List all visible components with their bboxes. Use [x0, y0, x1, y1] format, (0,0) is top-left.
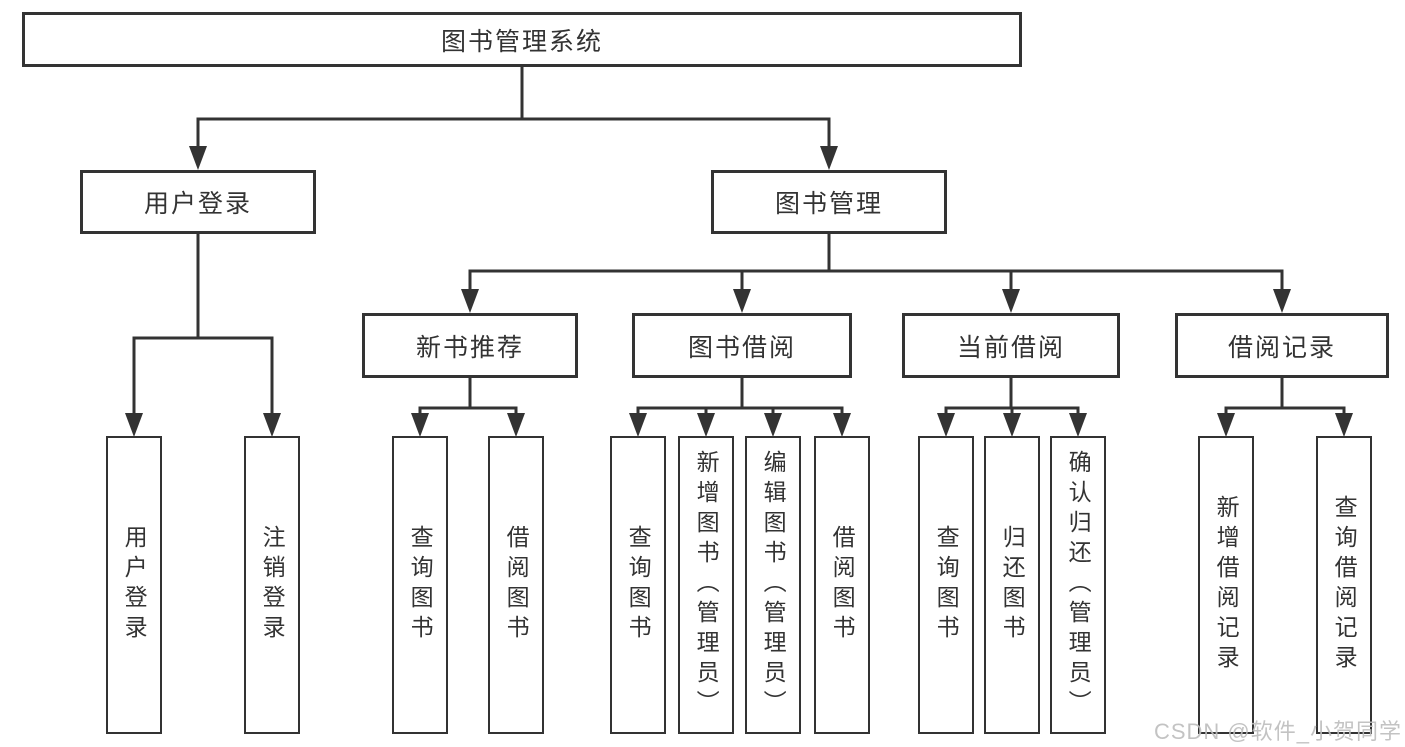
arrowhead-down — [697, 413, 715, 437]
node-label: 注销登录 — [259, 525, 286, 645]
arrowhead-down — [263, 413, 281, 437]
leaf-query-books-current: 查询图书 — [918, 436, 974, 734]
node-book-borrowing: 图书借阅 — [632, 313, 852, 378]
node-label: 确认归还（管理员） — [1065, 450, 1092, 720]
node-label: 查询图书 — [933, 525, 960, 645]
node-label: 查询图书 — [625, 525, 652, 645]
leaf-borrow-books: 借阅图书 — [814, 436, 870, 734]
node-book-management: 图书管理 — [711, 170, 947, 234]
arrowhead-down — [507, 413, 525, 437]
connector-book-borrow-to-leaves — [629, 378, 851, 437]
arrowhead-down — [629, 413, 647, 437]
leaf-user-login: 用户登录 — [106, 436, 162, 734]
connector-root-to-level2 — [189, 67, 838, 170]
leaf-edit-book-admin: 编辑图书（管理员） — [745, 436, 801, 734]
arrowhead-down — [125, 413, 143, 437]
node-borrowing-records: 借阅记录 — [1175, 313, 1389, 378]
arrowhead-down — [820, 146, 838, 170]
connector-borrow-record-to-leaves — [1217, 378, 1353, 437]
node-label: 借阅图书 — [829, 525, 856, 645]
node-user-login: 用户登录 — [80, 170, 316, 234]
node-label: 查询借阅记录 — [1331, 495, 1358, 675]
arrowhead-down — [1217, 413, 1235, 437]
node-label: 图书借阅 — [687, 333, 796, 362]
node-label: 图书管理系统 — [440, 27, 603, 56]
arrowhead-down — [1069, 413, 1087, 437]
arrowhead-down — [937, 413, 955, 437]
node-label: 新书推荐 — [415, 333, 524, 362]
arrowhead-down — [1273, 289, 1291, 313]
connector-user-login-to-leaves — [125, 234, 281, 437]
node-label: 归还图书 — [999, 525, 1026, 645]
node-label: 用户登录 — [121, 525, 148, 645]
csdn-watermark: CSDN @软件_小贺同学 — [1153, 719, 1402, 744]
leaf-query-books-borrow: 查询图书 — [610, 436, 666, 734]
connector-new-book-to-leaves — [411, 378, 525, 437]
node-library-system: 图书管理系统 — [22, 12, 1022, 67]
leaf-add-borrow-record: 新增借阅记录 — [1198, 436, 1254, 734]
leaf-query-books-recommend: 查询图书 — [392, 436, 448, 734]
node-label: 新增借阅记录 — [1213, 495, 1240, 675]
node-label: 查询图书 — [407, 525, 434, 645]
leaf-query-borrow-record: 查询借阅记录 — [1316, 436, 1372, 734]
arrowhead-down — [733, 289, 751, 313]
arrowhead-down — [189, 146, 207, 170]
node-label: 图书管理 — [774, 190, 883, 218]
leaf-add-book-admin: 新增图书（管理员） — [678, 436, 734, 734]
arrowhead-down — [411, 413, 429, 437]
arrowhead-down — [764, 413, 782, 437]
node-current-borrowing: 当前借阅 — [902, 313, 1120, 378]
connector-book-mgmt-to-level3 — [461, 234, 1291, 313]
arrowhead-down — [833, 413, 851, 437]
leaf-borrow-books-recommend: 借阅图书 — [488, 436, 544, 734]
node-label: 编辑图书（管理员） — [760, 450, 787, 720]
leaf-logout: 注销登录 — [244, 436, 300, 734]
node-new-book-recommend: 新书推荐 — [362, 313, 578, 378]
connector-current-borrow-to-leaves — [937, 378, 1087, 437]
arrowhead-down — [461, 289, 479, 313]
leaf-return-books: 归还图书 — [984, 436, 1040, 734]
arrowhead-down — [1002, 289, 1020, 313]
node-label: 当前借阅 — [956, 333, 1065, 362]
node-label: 借阅图书 — [503, 525, 530, 645]
arrowhead-down — [1003, 413, 1021, 437]
leaf-confirm-return-admin: 确认归还（管理员） — [1050, 436, 1106, 734]
node-label: 用户登录 — [143, 190, 252, 218]
node-label: 借阅记录 — [1227, 333, 1336, 362]
node-label: 新增图书（管理员） — [693, 450, 720, 720]
arrowhead-down — [1335, 413, 1353, 437]
